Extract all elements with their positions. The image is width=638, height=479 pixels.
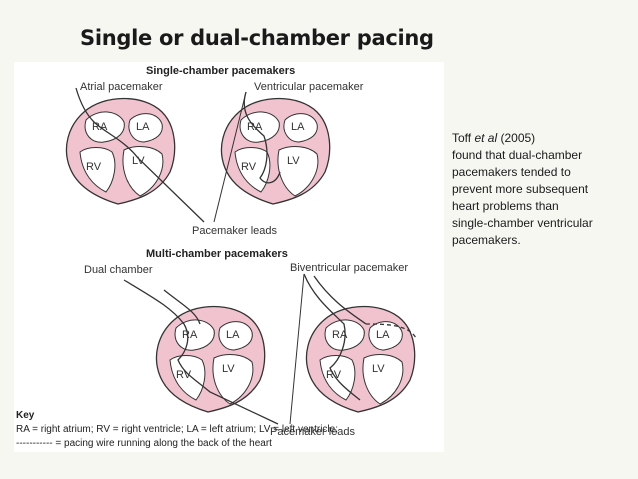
biventricular-rv-wire [303,273,361,401]
key-line-1: RA = right atrium; RV = right ventricle;… [16,424,338,435]
note-line-3: pacemakers tended to [452,165,571,179]
biventricular-ra-wire [313,275,367,325]
note-line-4: prevent more subsequent [452,182,589,196]
note-line-1: Toff et al (2005) [452,130,632,147]
la-label: LA [226,329,240,341]
lv-label: LV [222,363,235,375]
atrial-pacemaker-label: Atrial pacemaker [80,81,163,93]
rv-label: RV [176,369,192,381]
ra-label: RA [182,329,198,341]
pacemaker-leads-label-top: Pacemaker leads [192,225,277,237]
rv-label: RV [241,161,257,173]
biventricular-pacemaker-label: Biventricular pacemaker [290,262,408,274]
note-line-6: single-chamber ventricular [452,216,593,230]
ventricular-pacemaker-label: Ventricular pacemaker [254,81,364,93]
atrial-lead-wire [75,87,205,223]
dual-chamber-atrial-wire [163,289,201,325]
slide-title: Single or dual-chamber pacing [80,26,434,50]
note-line-7: pacemakers. [452,233,521,247]
heart-biventricular: RA LA RV LV [305,305,416,413]
pacemaker-figure: Single-chamber pacemakers Multi-chamber … [14,62,444,452]
back-of-heart-wire [365,323,417,339]
lv-label: LV [287,155,300,167]
heart-ventricular-pacemaker: RA LA RV LV [220,97,331,205]
ra-label: RA [332,329,348,341]
pacemaker-leads-label-bottom: Pacemaker leads [270,426,355,438]
lv-label: LV [372,363,385,375]
note-line-2: found that dual-chamber [452,148,583,162]
la-label: LA [291,121,305,133]
pacemaker-diagram: Single-chamber pacemakers Multi-chamber … [16,65,417,449]
rv-label: RV [86,161,102,173]
study-note: Toff et al (2005) found that dual-chambe… [452,130,632,249]
leads-callout-line-bottom [289,273,305,425]
heart-atrial-pacemaker: RA LA RV LV [65,97,176,205]
note-year: (2005) [497,131,536,145]
la-label: LA [376,329,390,341]
dual-chamber-lead-wire [123,279,279,425]
key-title: Key [16,410,35,421]
lv-label: LV [132,155,145,167]
leads-callout-line [213,91,247,223]
ventricular-lead-wire [243,91,281,184]
single-chamber-heading: Single-chamber pacemakers [146,65,295,77]
note-author: Toff [452,131,475,145]
key-line-2: ----------- = pacing wire running along … [16,438,272,449]
note-et-al: et al [474,131,498,145]
la-label: LA [136,121,150,133]
heart-dual-chamber: RA LA RV LV [155,305,266,413]
multi-chamber-heading: Multi-chamber pacemakers [146,248,288,260]
dual-chamber-label: Dual chamber [84,264,153,276]
note-line-5: heart problems than [452,199,559,213]
